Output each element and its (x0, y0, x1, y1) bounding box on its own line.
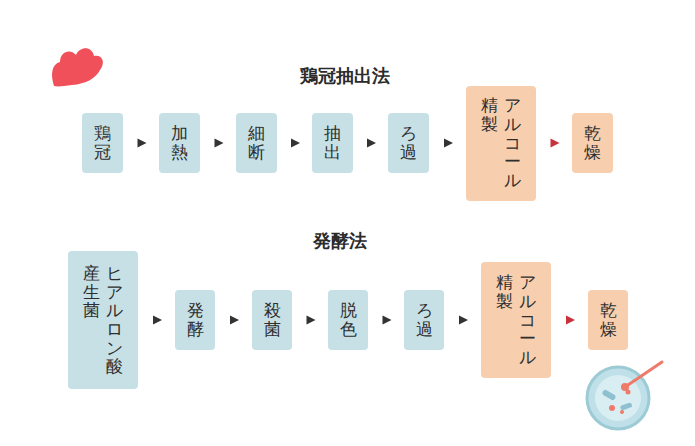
step-label: 殺菌 (264, 301, 281, 338)
section-heading: 鶏冠抽出法 (300, 64, 390, 88)
step-label: アルコール精製 (481, 96, 521, 189)
step-label: 鶏冠 (94, 124, 111, 161)
flow-arrow (536, 139, 572, 148)
flow-arrow (444, 316, 481, 325)
flow-arrow (292, 316, 328, 325)
flow-arrow (368, 316, 404, 325)
step-label: ろ過 (416, 301, 433, 338)
process-box: 乾燥 (572, 113, 613, 173)
process-box: アルコール精製 (481, 262, 551, 378)
step-label: 脱色 (340, 301, 357, 338)
process-box: 殺菌 (252, 290, 292, 350)
process-box: 乾燥 (588, 290, 628, 350)
flow-arrow (353, 139, 388, 148)
step-label: 加熱 (171, 124, 188, 161)
flow-arrow (429, 139, 466, 148)
step-label: 発酵 (187, 301, 204, 338)
step-label: 細断 (248, 124, 265, 161)
process-box: 脱色 (328, 290, 368, 350)
flow-arrow (551, 316, 588, 325)
comb-icon (52, 48, 103, 86)
flow-arrow (277, 139, 312, 148)
step-label: アルコール精製 (496, 273, 536, 366)
process-box: アルコール精製 (466, 86, 536, 201)
process-box: 抽出 (312, 113, 353, 173)
process-box: ろ過 (388, 113, 429, 173)
process-box: ヒアルロン酸産生菌 (68, 251, 138, 389)
process-box: 鶏冠 (82, 113, 123, 173)
flow-arrow (138, 316, 175, 325)
step-label: ヒアルロン酸産生菌 (83, 264, 123, 376)
flow-arrow (215, 316, 252, 325)
process-box: ろ過 (404, 290, 444, 350)
process-box: 発酵 (175, 290, 215, 350)
step-label: 抽出 (324, 124, 341, 161)
process-box: 加熱 (159, 113, 200, 173)
step-label: 乾燥 (584, 124, 601, 161)
section-heading: 発酵法 (313, 229, 367, 253)
step-label: 乾燥 (600, 301, 617, 338)
flow-arrow (123, 139, 159, 148)
petri-dish-icon (587, 362, 662, 429)
step-label: ろ過 (400, 124, 417, 161)
process-box: 細断 (236, 113, 277, 173)
flow-arrow (200, 139, 236, 148)
